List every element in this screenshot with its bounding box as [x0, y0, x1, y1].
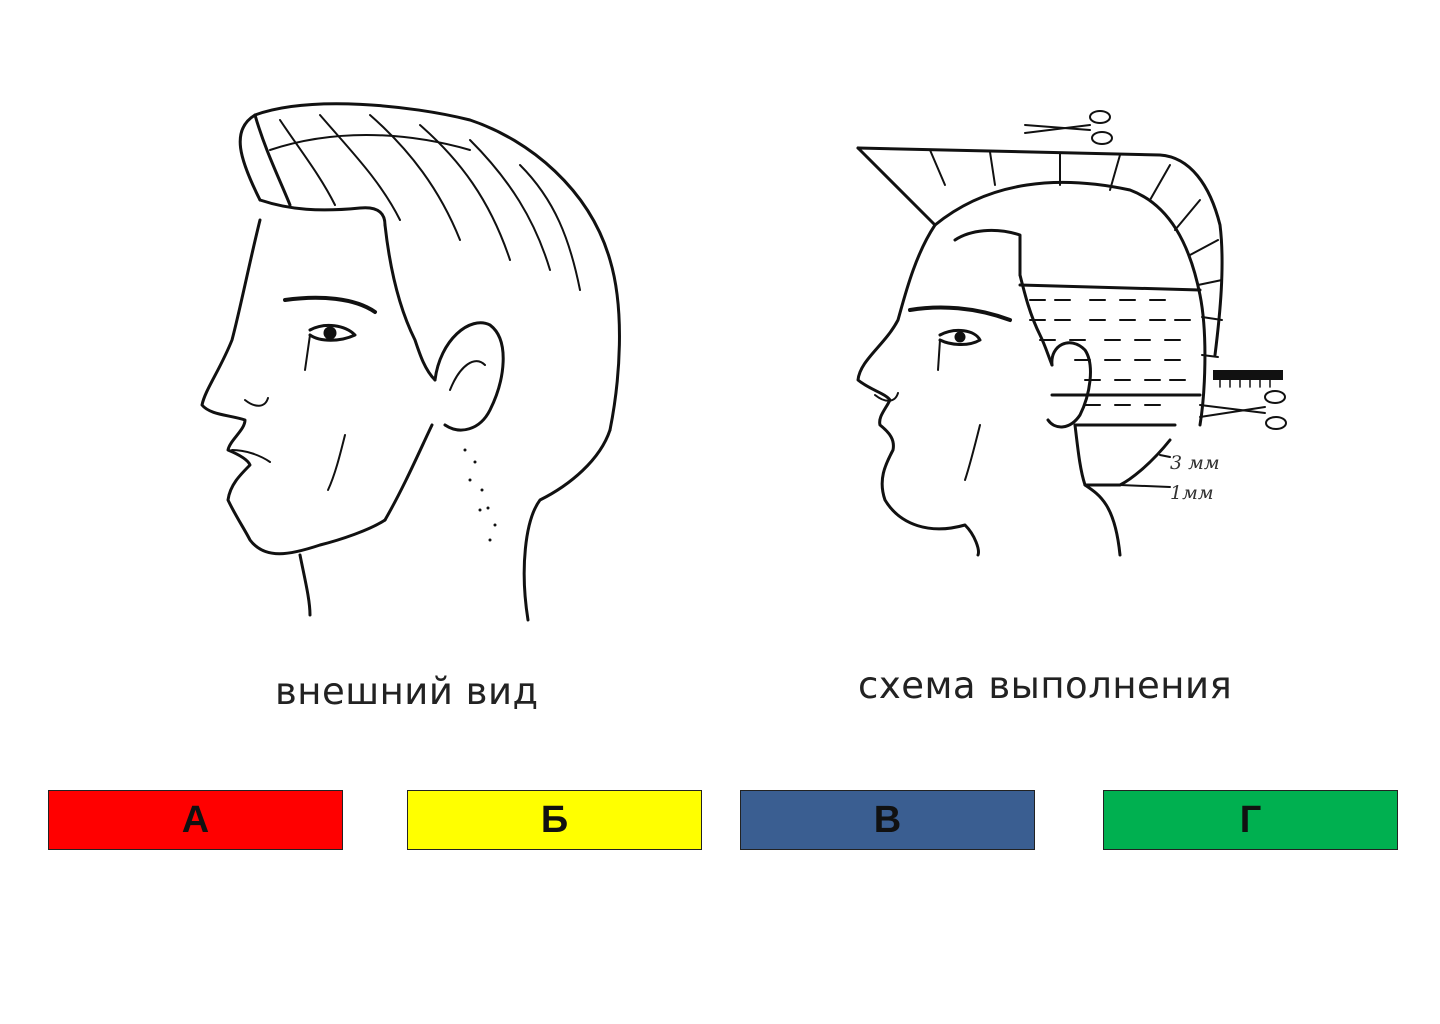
scissors-icon	[1024, 110, 1113, 145]
answer-option-c[interactable]: В	[740, 790, 1035, 850]
haircut-appearance-illustration	[170, 90, 650, 640]
measurement-label-3mm: 3 мм	[1170, 452, 1220, 474]
measurement-label-1mm: 1мм	[1170, 482, 1214, 504]
answer-option-d[interactable]: Г	[1103, 790, 1398, 850]
haircut-scheme-illustration	[830, 95, 1300, 565]
caption-scheme: схема выполнения	[858, 664, 1233, 707]
scissors-icon	[1199, 390, 1287, 430]
answer-option-a[interactable]: А	[48, 790, 343, 850]
caption-appearance: внешний вид	[275, 670, 539, 713]
answer-option-b[interactable]: Б	[407, 790, 702, 850]
